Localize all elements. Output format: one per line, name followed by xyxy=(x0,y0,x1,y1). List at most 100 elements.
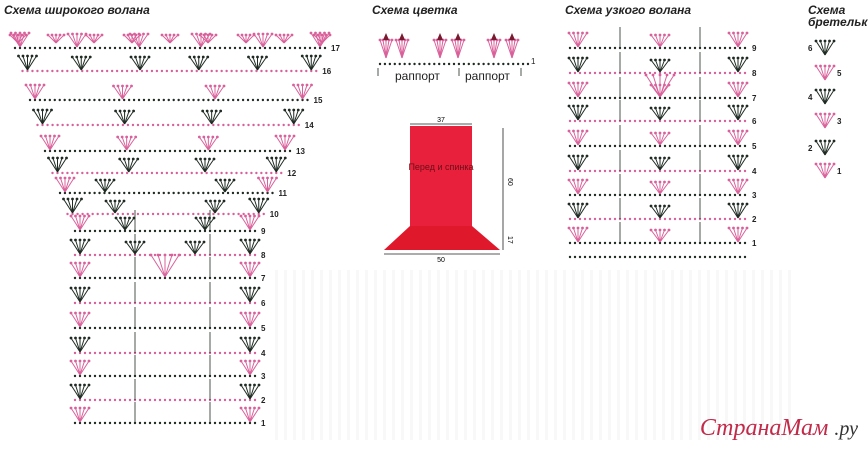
chain-stitch-dot xyxy=(81,69,84,73)
chain-stitch-dot xyxy=(688,119,692,123)
fan-stitch-symbol xyxy=(214,178,236,193)
chain-stitch-dot xyxy=(168,276,172,280)
chain-stitch-dot xyxy=(198,253,202,257)
chain-stitch-dot xyxy=(153,149,157,153)
chain-stitch-dot xyxy=(95,69,99,73)
chain-stitch-dot xyxy=(628,217,632,221)
chain-stitch-dot xyxy=(723,96,727,100)
chain-stitch-dot xyxy=(73,98,76,102)
chain-stitch-dot xyxy=(166,123,170,127)
chain-stitch-dot xyxy=(148,421,152,425)
chain-stitch-dot xyxy=(683,46,687,50)
chain-stitch-dot xyxy=(668,144,672,148)
chain-stitch-dot xyxy=(203,229,207,233)
chain-stitch-dot xyxy=(138,326,142,330)
fan-stitch-symbol xyxy=(567,81,589,98)
chain-stitch-dot xyxy=(66,123,69,127)
chain-stitch-dot xyxy=(673,144,677,148)
fan-stitch-symbol xyxy=(84,33,104,44)
chain-stitch-dot xyxy=(160,171,164,175)
chain-stitch-dot xyxy=(213,374,217,378)
fan-stitch-symbol xyxy=(649,180,671,195)
chain-stitch-dot xyxy=(137,191,141,195)
chain-stitch-dot xyxy=(71,171,74,175)
chain-stitch-dot xyxy=(148,301,152,305)
flower-row-number: 1 xyxy=(531,57,536,66)
chain-stitch-dot xyxy=(128,398,132,402)
chain-stitch-dot xyxy=(623,46,627,50)
fan-stitch-symbol xyxy=(814,162,836,179)
chain-stitch-dot xyxy=(128,149,132,153)
chain-stitch-dot xyxy=(228,149,232,153)
chain-stitch-dot xyxy=(71,212,74,216)
chain-stitch-dot xyxy=(265,69,268,73)
chain-stitch-dot xyxy=(118,398,122,402)
chain-stitch-dot xyxy=(183,276,187,280)
chain-stitch-dot xyxy=(110,69,114,73)
chain-stitch-dot xyxy=(73,351,77,355)
chain-stitch-dot xyxy=(193,326,197,330)
chain-stitch-dot xyxy=(158,301,162,305)
chain-stitch-dot xyxy=(487,62,490,66)
chain-stitch-dot xyxy=(103,98,106,102)
chain-stitch-dot xyxy=(66,212,69,216)
chain-stitch-dot xyxy=(296,98,299,102)
chain-stitch-dot xyxy=(140,171,144,175)
chain-stitch-dot xyxy=(633,46,637,50)
chain-stitch-dot xyxy=(278,46,282,50)
chain-stitch-dot xyxy=(290,69,293,73)
chain-stitch-dot xyxy=(693,71,697,75)
chain-stitch-dot xyxy=(703,96,707,100)
chain-stitch-dot xyxy=(243,229,247,233)
chain-stitch-dot xyxy=(56,69,59,73)
chain-stitch-dot xyxy=(713,241,717,245)
chain-stitch-dot xyxy=(648,169,652,173)
chain-stitch-dot xyxy=(131,212,135,216)
chain-stitch-dot xyxy=(241,98,245,102)
chain-stitch-dot xyxy=(583,169,587,173)
chain-stitch-dot xyxy=(733,241,737,245)
chain-stitch-dot xyxy=(383,62,387,66)
chain-stitch-dot xyxy=(173,46,177,50)
chain-stitch-dot xyxy=(168,253,172,257)
chain-stitch-dot xyxy=(198,46,202,50)
chain-stitch-dot xyxy=(638,241,642,245)
chain-stitch-dot xyxy=(286,98,289,102)
chain-stitch-dot xyxy=(158,398,162,402)
chain-stitch-dot xyxy=(238,351,242,355)
chain-stitch-dot xyxy=(588,193,592,197)
fan-stitch-symbol xyxy=(69,214,91,231)
chain-stitch-dot xyxy=(643,46,647,50)
chain-stitch-dot xyxy=(668,255,672,259)
chain-stitch-dot xyxy=(142,191,146,195)
chain-stitch-dot xyxy=(222,98,225,102)
chain-stitch-dot xyxy=(668,169,672,173)
chain-stitch-dot xyxy=(178,253,182,257)
chain-stitch-dot xyxy=(728,217,732,221)
chain-stitch-dot xyxy=(223,149,227,153)
chain-stitch-dot xyxy=(608,255,612,259)
row-number: 6 xyxy=(808,44,813,53)
row-number: 6 xyxy=(752,117,757,126)
chain-stitch-dot xyxy=(71,123,74,127)
chain-stitch-dot xyxy=(123,301,127,305)
chain-stitch-dot xyxy=(268,46,272,50)
chain-stitch-dot xyxy=(728,71,732,75)
chain-stitch-dot xyxy=(688,46,692,50)
chain-stitch-dot xyxy=(708,119,712,123)
chain-stitch-dot xyxy=(128,421,132,425)
fan-stitch-symbol xyxy=(24,83,46,100)
chain-stitch-dot xyxy=(192,123,195,127)
chain-stitch-dot xyxy=(158,374,162,378)
chain-stitch-dot xyxy=(73,276,77,280)
chain-stitch-dot xyxy=(93,374,97,378)
chain-stitch-dot xyxy=(148,149,152,153)
chain-stitch-dot xyxy=(98,374,102,378)
fan-stitch-symbol xyxy=(567,178,589,195)
chain-stitch-dot xyxy=(88,276,92,280)
chain-stitch-dot xyxy=(693,241,697,245)
chain-stitch-dot xyxy=(178,276,182,280)
chain-stitch-dot xyxy=(243,421,247,425)
chain-stitch-dot xyxy=(248,253,252,257)
